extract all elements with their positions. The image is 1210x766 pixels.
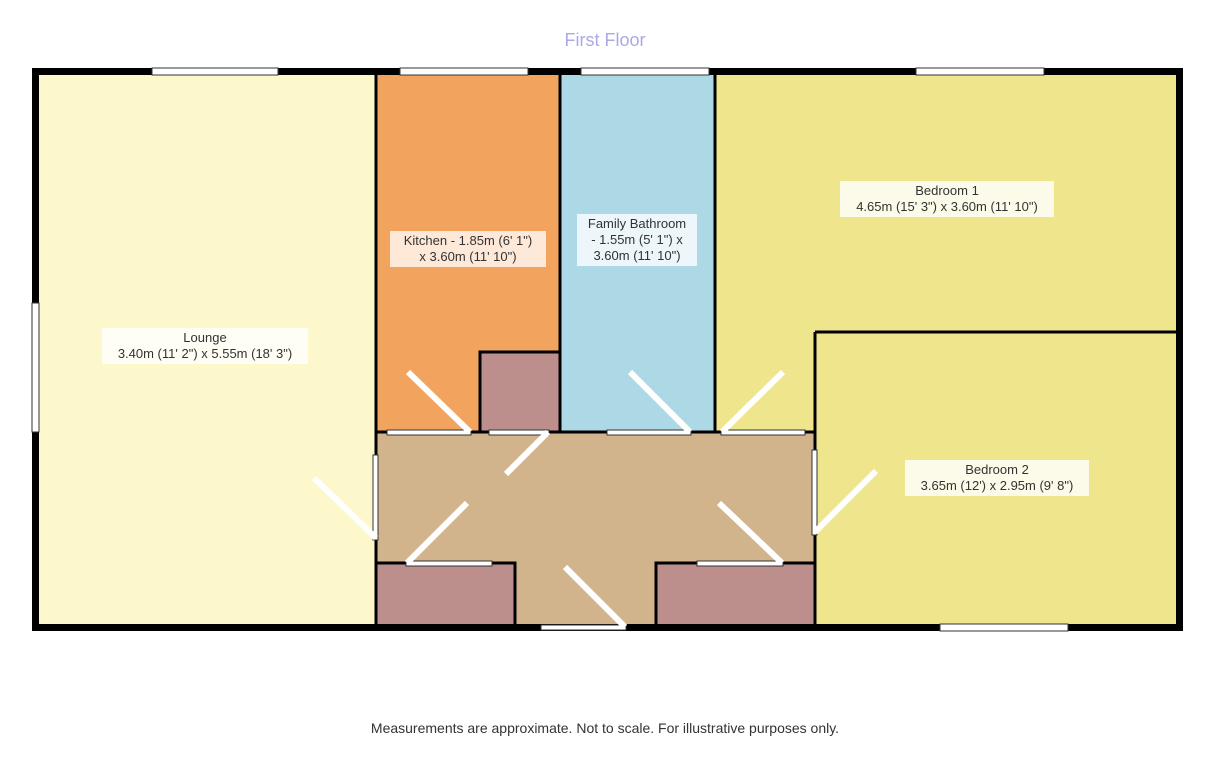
bedroom1-name: Bedroom 1 xyxy=(915,183,979,198)
lounge-dims: 3.40m (11' 2") x 5.55m (18' 3") xyxy=(117,346,293,361)
cupboard xyxy=(374,561,517,630)
door xyxy=(488,429,550,436)
kitchen-name: Kitchen - 1.85m (6' 1") xyxy=(403,233,533,248)
window xyxy=(939,623,1069,632)
lounge-label: Lounge 3.40m (11' 2") x 5.55m (18' 3") xyxy=(102,328,308,364)
window xyxy=(915,67,1045,76)
door xyxy=(386,429,472,436)
bedroom2-name: Bedroom 2 xyxy=(965,462,1029,477)
windows xyxy=(31,67,1069,632)
bathroom-name: Family Bathroom xyxy=(587,216,687,231)
kitchen-label: Kitchen - 1.85m (6' 1") x 3.60m (11' 10"… xyxy=(390,231,546,267)
bathroom-dims: - 1.55m (5' 1") x 3.60m (11' 10") xyxy=(591,232,683,263)
cupboard xyxy=(478,350,562,434)
disclaimer: Measurements are approximate. Not to sca… xyxy=(370,720,840,736)
bedroom1-area xyxy=(715,72,1180,432)
window xyxy=(31,302,40,433)
window xyxy=(151,67,279,76)
floor-title: First Floor xyxy=(564,30,646,50)
bedroom2-label: Bedroom 2 3.65m (12') x 2.95m (9' 8") xyxy=(905,460,1089,496)
bedroom1-dims: 4.65m (15' 3") x 3.60m (11' 10") xyxy=(856,199,1038,214)
door xyxy=(405,560,493,567)
cupboard xyxy=(654,561,817,630)
lounge-name: Lounge xyxy=(183,330,227,345)
door xyxy=(540,624,627,631)
door xyxy=(811,449,818,536)
door xyxy=(696,560,784,567)
window xyxy=(580,67,710,76)
bathroom-label: Family Bathroom - 1.55m (5' 1") x 3.60m … xyxy=(577,214,697,266)
door xyxy=(606,429,692,436)
bedroom2-dims: 3.65m (12') x 2.95m (9' 8") xyxy=(920,478,1074,493)
doors xyxy=(311,369,879,631)
door xyxy=(372,454,379,541)
window xyxy=(399,67,529,76)
bedroom1-label: Bedroom 1 4.65m (15' 3") x 3.60m (11' 10… xyxy=(840,181,1054,217)
kitchen-dims: x 3.60m (11' 10") xyxy=(419,249,517,264)
door xyxy=(720,429,806,436)
